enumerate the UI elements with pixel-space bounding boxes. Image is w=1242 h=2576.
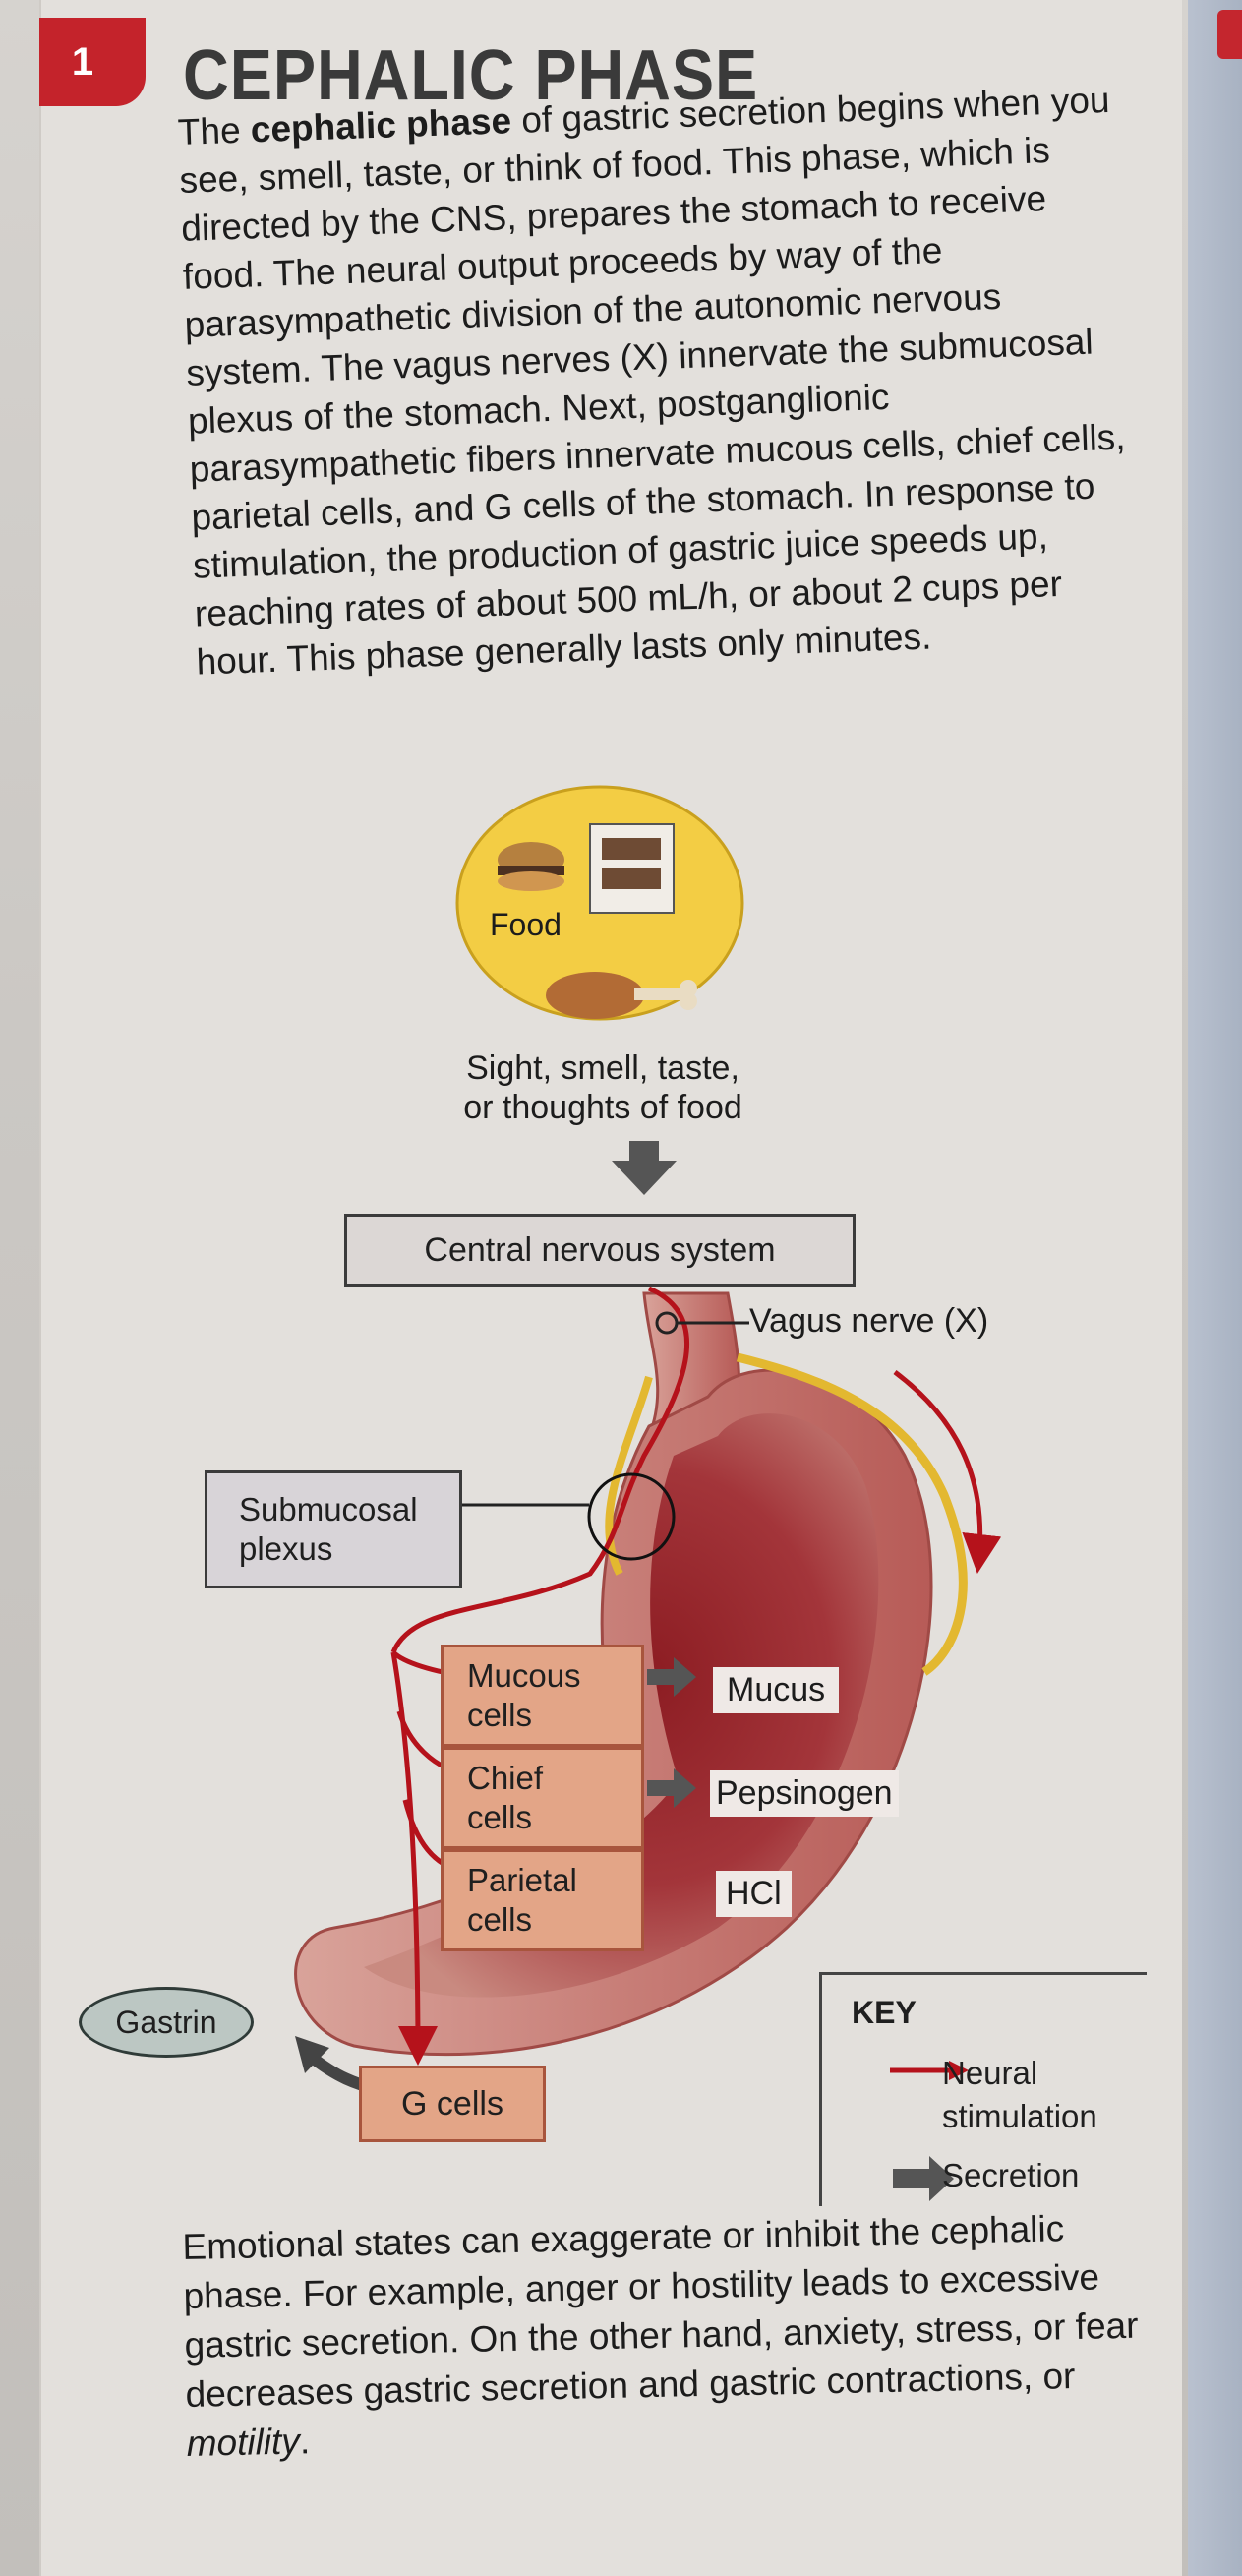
chief-line1: Chief (467, 1759, 543, 1798)
submucosal-plexus-box: Submucosal plexus (205, 1470, 462, 1588)
parietal-cells-box: Parietal cells (441, 1849, 644, 1951)
step-number-badge: 1 (39, 18, 146, 106)
intro-body: of gastric secretion begins when you see… (179, 80, 1126, 683)
stimulus-line1: Sight, smell, taste, (441, 1048, 765, 1088)
stimulus-label: Sight, smell, taste, or thoughts of food (441, 1048, 765, 1127)
plexus-line2: plexus (239, 1529, 418, 1569)
chief-cells-box: Chief cells (441, 1747, 644, 1849)
g-cells-box: G cells (359, 2066, 546, 2142)
intro-paragraph: The cephalic phase of gastric secretion … (177, 75, 1141, 686)
outro-paragraph: Emotional states can exaggerate or inhib… (182, 2202, 1151, 2468)
mucous-line1: Mucous (467, 1656, 581, 1696)
key-neural-line1: Neural (942, 2052, 1097, 2095)
intro-bold-term: cephalic phase (250, 100, 512, 150)
central-nervous-system-box: Central nervous system (344, 1214, 856, 1287)
key-neural-label: Neural stimulation (942, 2052, 1097, 2138)
vagus-nerve-label: Vagus nerve (X) (749, 1301, 988, 1341)
pepsinogen-label: Pepsinogen (710, 1770, 899, 1817)
chief-line2: cells (467, 1798, 543, 1837)
stimulus-line2: or thoughts of food (441, 1088, 765, 1127)
parietal-line2: cells (467, 1900, 577, 1940)
legend-key: KEY Neural stimulation Secretion (819, 1972, 1147, 2206)
mucous-cells-box: Mucous cells (441, 1645, 644, 1747)
key-secretion-label: Secretion (942, 2157, 1079, 2194)
hcl-label: HCl (716, 1871, 792, 1917)
mucous-line2: cells (467, 1696, 581, 1735)
plexus-line1: Submucosal (239, 1490, 418, 1529)
page-margin (1188, 0, 1242, 2576)
next-step-tab (1217, 10, 1242, 59)
food-label: Food (490, 905, 562, 944)
gastrin-oval: Gastrin (79, 1987, 254, 2058)
key-title: KEY (852, 1995, 917, 2031)
outro-body: Emotional states can exaggerate or inhib… (182, 2208, 1139, 2415)
outro-end: . (299, 2421, 310, 2461)
intro-lead: The (177, 109, 251, 152)
mucus-label: Mucus (713, 1667, 839, 1713)
parietal-line1: Parietal (467, 1861, 577, 1900)
key-neural-line2: stimulation (942, 2095, 1097, 2138)
outro-italic-term: motility (186, 2422, 300, 2464)
